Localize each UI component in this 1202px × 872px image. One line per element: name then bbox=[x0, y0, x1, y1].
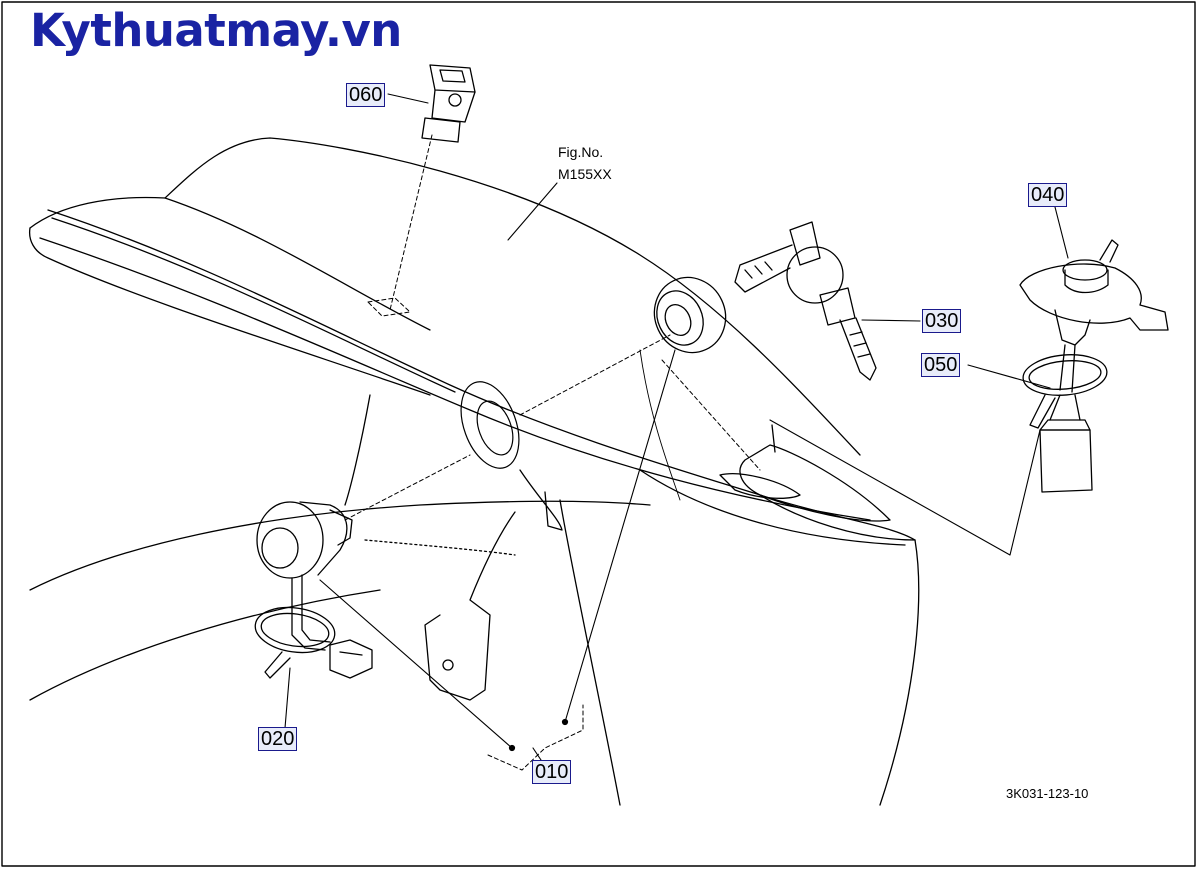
switch-060 bbox=[421, 64, 476, 143]
cable-tie-050 bbox=[1022, 354, 1108, 429]
leader-dot bbox=[508, 744, 516, 752]
lamp-assembly bbox=[256, 501, 373, 679]
callout-010[interactable]: 010 bbox=[532, 760, 572, 784]
ignition-switch bbox=[1019, 239, 1169, 493]
callout-060[interactable]: 060 bbox=[346, 83, 386, 107]
fig-number-id: M155XX bbox=[558, 166, 612, 182]
callout-040[interactable]: 040 bbox=[1028, 183, 1068, 207]
fig-number-label: Fig.No. bbox=[558, 144, 604, 160]
panel-outline bbox=[28, 137, 920, 806]
assembly-lines bbox=[344, 134, 761, 771]
brand-logo[interactable]: Kythuatmay.vn bbox=[30, 4, 402, 57]
callout-030[interactable]: 030 bbox=[922, 309, 962, 333]
drawing-number: 3K031-123-10 bbox=[1006, 786, 1089, 801]
callout-050[interactable]: 050 bbox=[921, 353, 961, 377]
bezel-ring bbox=[653, 276, 727, 354]
key-set bbox=[734, 221, 877, 381]
leader-dot bbox=[561, 718, 569, 726]
grommet-seat bbox=[460, 381, 520, 469]
leader-lines bbox=[284, 93, 1069, 767]
callout-020[interactable]: 020 bbox=[258, 727, 298, 751]
cable-tie-020 bbox=[254, 606, 336, 679]
